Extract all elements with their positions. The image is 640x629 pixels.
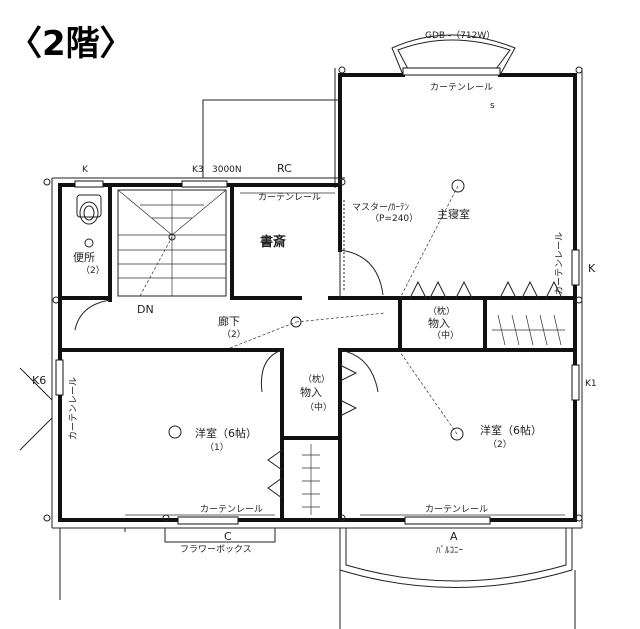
left-break-mark: [19, 367, 53, 401]
room2-number: （2）: [488, 439, 512, 450]
balcony: [339, 528, 573, 588]
curtain-rail-study: カーテンレール: [258, 192, 321, 203]
curtain-rail-top: カーテンレール: [430, 82, 493, 93]
toilet-door: [74, 299, 111, 331]
center-closet-sub-top: （枕）: [303, 373, 330, 385]
window-k1-label: K1: [585, 379, 597, 389]
window-left: [55, 359, 64, 396]
center-closet-sub: （中）: [305, 401, 332, 413]
balcony-label: ﾊﾞﾙｺﾆｰ: [436, 545, 464, 556]
room1-label: 洋室（6帖）: [195, 426, 257, 440]
window-room1-bottom: [177, 516, 239, 525]
exterior-walls: [51, 177, 583, 529]
study-door: [339, 249, 384, 296]
window-k3-dim: 3000N: [212, 165, 242, 175]
stair-dn-label: DN: [137, 303, 154, 316]
master-closet-sub: （中）: [432, 329, 459, 341]
window-master-right: [571, 249, 580, 286]
curtain-rail-left: カーテンレール: [68, 377, 79, 440]
toilet-fixture: [76, 194, 102, 248]
flower-box: [124, 527, 276, 543]
window-room2-right: [571, 364, 580, 401]
master-closet-label: 物入: [428, 316, 450, 330]
window-room2-bottom: [404, 516, 491, 525]
room2-door: [339, 349, 379, 393]
flower-box-label: フラワーボックス: [180, 544, 252, 555]
curtain-rail-bottom-left: カーテンレール: [200, 504, 263, 515]
room1-door: [260, 349, 283, 393]
master-mark: s: [490, 101, 495, 111]
room2-light: [450, 427, 464, 441]
study-label: 書斎: [260, 234, 286, 250]
room2-label: 洋室（6帖）: [480, 423, 542, 437]
center-closet-doors: [267, 364, 358, 515]
window-k-right-label: K: [588, 262, 596, 275]
staircase: [117, 189, 227, 297]
master-rail-sub: （P=240）: [370, 213, 418, 224]
window-a-label: A: [450, 530, 458, 543]
window-toilet-top: [74, 180, 104, 188]
curtain-rail-right: カーテンレール: [554, 232, 565, 295]
master-closet-sub-top: （枕）: [428, 305, 455, 317]
gdb-label: GDB -（712W）: [425, 30, 495, 41]
toilet-number: （2）: [81, 265, 105, 276]
window-stair-top: [181, 180, 228, 188]
interior-walls: [58, 183, 577, 522]
window-k3-label: K3: [192, 165, 204, 175]
corridor-light: [290, 316, 302, 328]
bay-window: [391, 34, 516, 76]
corridor-label: 廊下: [218, 314, 240, 328]
master-bedroom-label: 主寝室: [437, 207, 470, 221]
room1-number: （1）: [205, 442, 229, 453]
room1-light: [168, 425, 182, 439]
corridor-number: （2）: [222, 329, 246, 340]
curtain-rail-bottom-right: カーテンレール: [425, 504, 488, 515]
floor-title: 〈2階〉: [8, 24, 134, 64]
master-light: [451, 179, 465, 193]
master-bedroom-walls: [334, 68, 583, 302]
window-rc-label: RC: [277, 162, 292, 175]
roof-line: [202, 99, 340, 178]
master-closet-doors: [409, 280, 565, 346]
window-k-label: K: [82, 165, 89, 175]
center-closet-label: 物入: [300, 385, 322, 399]
window-c-label: C: [224, 530, 232, 543]
window-k6-label: K6: [32, 374, 46, 387]
master-rail-label: マスター/ｶｰﾃﾝ: [352, 202, 410, 213]
column-markers: [43, 66, 583, 522]
toilet-label: 便所: [73, 251, 95, 264]
